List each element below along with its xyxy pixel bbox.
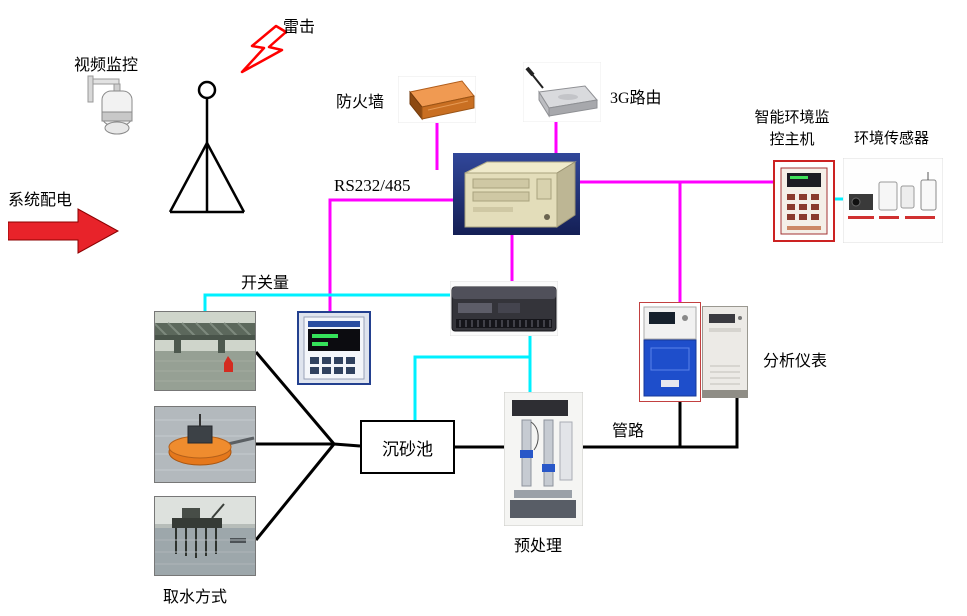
pretreatment-label: 预处理 <box>514 538 563 555</box>
firewall-image <box>397 75 477 124</box>
line-junction-basin <box>333 442 361 448</box>
water-intake-label: 取水方式 <box>163 589 228 606</box>
intake-photo-river <box>153 311 256 391</box>
intake-photo-buoy <box>154 406 256 483</box>
ptz-camera-icon <box>85 74 135 144</box>
line-rs232-meter <box>328 198 455 316</box>
line-pier-junction <box>254 443 336 541</box>
router-3g-image <box>522 61 602 123</box>
analyzer-white-image <box>702 306 748 398</box>
rs232-485-label: RS232/485 <box>334 176 411 195</box>
pretreatment-image <box>503 391 584 527</box>
router-3g-label: 3G路由 <box>610 90 662 107</box>
analyzers-label: 分析仪表 <box>763 353 828 370</box>
line-switch-plc <box>203 293 455 316</box>
plc-image <box>449 280 559 337</box>
env-host-image <box>773 160 835 242</box>
system-power-label: 系统配电 <box>8 192 73 209</box>
env-sensor-label: 环境传感器 <box>854 131 930 147</box>
settling-basin-label: 沉砂池 <box>382 439 433 459</box>
piping-label: 管路 <box>612 423 645 440</box>
lightning-bolt-icon <box>236 24 288 79</box>
env-host-label-line1: 智能环境监 <box>754 110 830 126</box>
switch-signal-label: 开关量 <box>241 275 290 292</box>
lightning-label: 雷击 <box>283 19 316 36</box>
line-basin-plc <box>413 355 530 422</box>
black-flow-lines <box>254 351 739 541</box>
env-host-label: 智能环境监 控主机 <box>744 108 840 152</box>
analyzer-blue-image <box>639 302 701 402</box>
cyan-signal-lines <box>203 197 848 422</box>
water-quality-meter-image <box>297 311 371 385</box>
video-monitoring-label: 视频监控 <box>74 57 139 74</box>
power-arrow-icon <box>7 207 120 255</box>
industrial-computer-image <box>453 153 580 235</box>
lightning-rod-icon <box>163 79 248 219</box>
settling-basin-box: 沉砂池 <box>360 420 455 474</box>
firewall-label: 防火墙 <box>336 94 385 111</box>
env-sensor-image <box>842 157 944 244</box>
magenta-signal-lines <box>328 120 788 316</box>
line-pipe-white-analyzer <box>583 398 739 449</box>
intake-photo-pier <box>154 496 256 576</box>
env-host-label-line2: 控主机 <box>769 131 815 148</box>
line-river-junction <box>254 351 336 445</box>
